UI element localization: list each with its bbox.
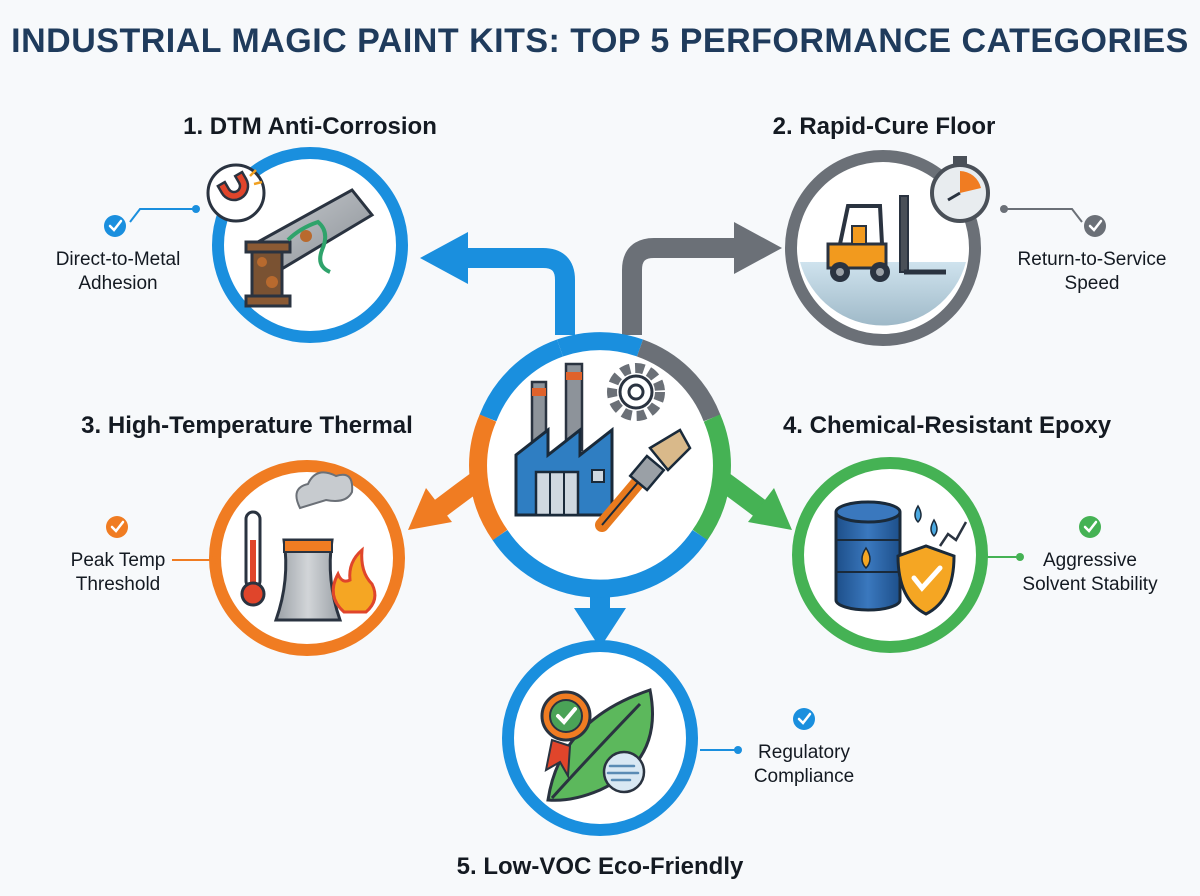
magnet-icon xyxy=(206,163,266,223)
feature-line: Return-to-Service xyxy=(1017,249,1167,270)
feature-line: Direct-to-Metal xyxy=(55,249,181,270)
feature-line: Aggressive xyxy=(1043,550,1137,571)
category-4-feature: Aggressive Solvent Stability xyxy=(1022,549,1157,597)
feature-3-connector xyxy=(172,556,218,564)
chemical-drum-shield-icon xyxy=(834,500,968,616)
feature-2-connector xyxy=(1000,205,1083,223)
thermometer-cooling-tower-flame-icon xyxy=(240,471,377,622)
category-4-circle xyxy=(792,457,988,653)
feature-line: Adhesion xyxy=(78,273,158,294)
check-icon xyxy=(106,516,128,538)
check-icon xyxy=(104,215,126,237)
factory-gear-paintbrush-icon xyxy=(514,362,692,532)
category-3-feature: Peak Temp Threshold xyxy=(71,549,166,597)
feature-line: Compliance xyxy=(753,766,855,787)
category-1-feature: Direct-to-Metal Adhesion xyxy=(56,248,181,296)
feature-line: Regulatory xyxy=(758,742,850,763)
category-2-heading: 2. Rapid-Cure Floor xyxy=(772,113,996,140)
feature-line: Speed xyxy=(1064,273,1120,294)
feature-1-connector xyxy=(129,205,200,223)
feature-line: Peak Temp xyxy=(70,550,166,571)
feature-line: Solvent Stability xyxy=(1022,574,1158,595)
forklift-icon xyxy=(826,195,946,282)
category-5-feature: Regulatory Compliance xyxy=(754,741,854,789)
feature-4-connector xyxy=(986,553,1024,561)
category-4-heading: 4. Chemical-Resistant Epoxy xyxy=(782,412,1112,439)
category-2-circle xyxy=(785,150,990,346)
arrow-to-dtm xyxy=(420,232,575,335)
category-3-heading: 3. High-Temperature Thermal xyxy=(81,412,413,439)
category-5-circle xyxy=(502,640,698,836)
stopwatch-icon xyxy=(930,156,990,223)
category-2-feature: Return-to-Service Speed xyxy=(1018,248,1167,296)
category-5-heading: 5. Low-VOC Eco-Friendly xyxy=(456,853,744,880)
category-1-circle xyxy=(206,147,408,343)
arrow-to-rapid-cure xyxy=(622,222,782,335)
feature-5-connector xyxy=(700,746,742,754)
check-icon xyxy=(793,708,815,730)
leaf-award-badge-icon xyxy=(540,688,654,802)
check-icon xyxy=(1084,215,1106,237)
rusted-steel-beam-icon xyxy=(244,188,375,308)
page-title: INDUSTRIAL MAGIC PAINT KITS: TOP 5 PERFO… xyxy=(11,22,1189,60)
check-icon xyxy=(1079,516,1101,538)
category-3-circle xyxy=(209,460,405,656)
category-1-heading: 1. DTM Anti-Corrosion xyxy=(183,113,437,140)
feature-line: Threshold xyxy=(75,574,161,595)
